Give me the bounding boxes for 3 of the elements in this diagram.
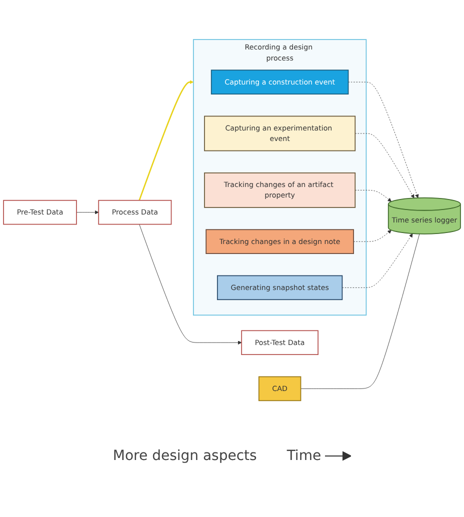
note-text: More design aspects <box>112 448 257 464</box>
axis-label: Time <box>286 448 322 464</box>
arrow <box>138 80 194 201</box>
